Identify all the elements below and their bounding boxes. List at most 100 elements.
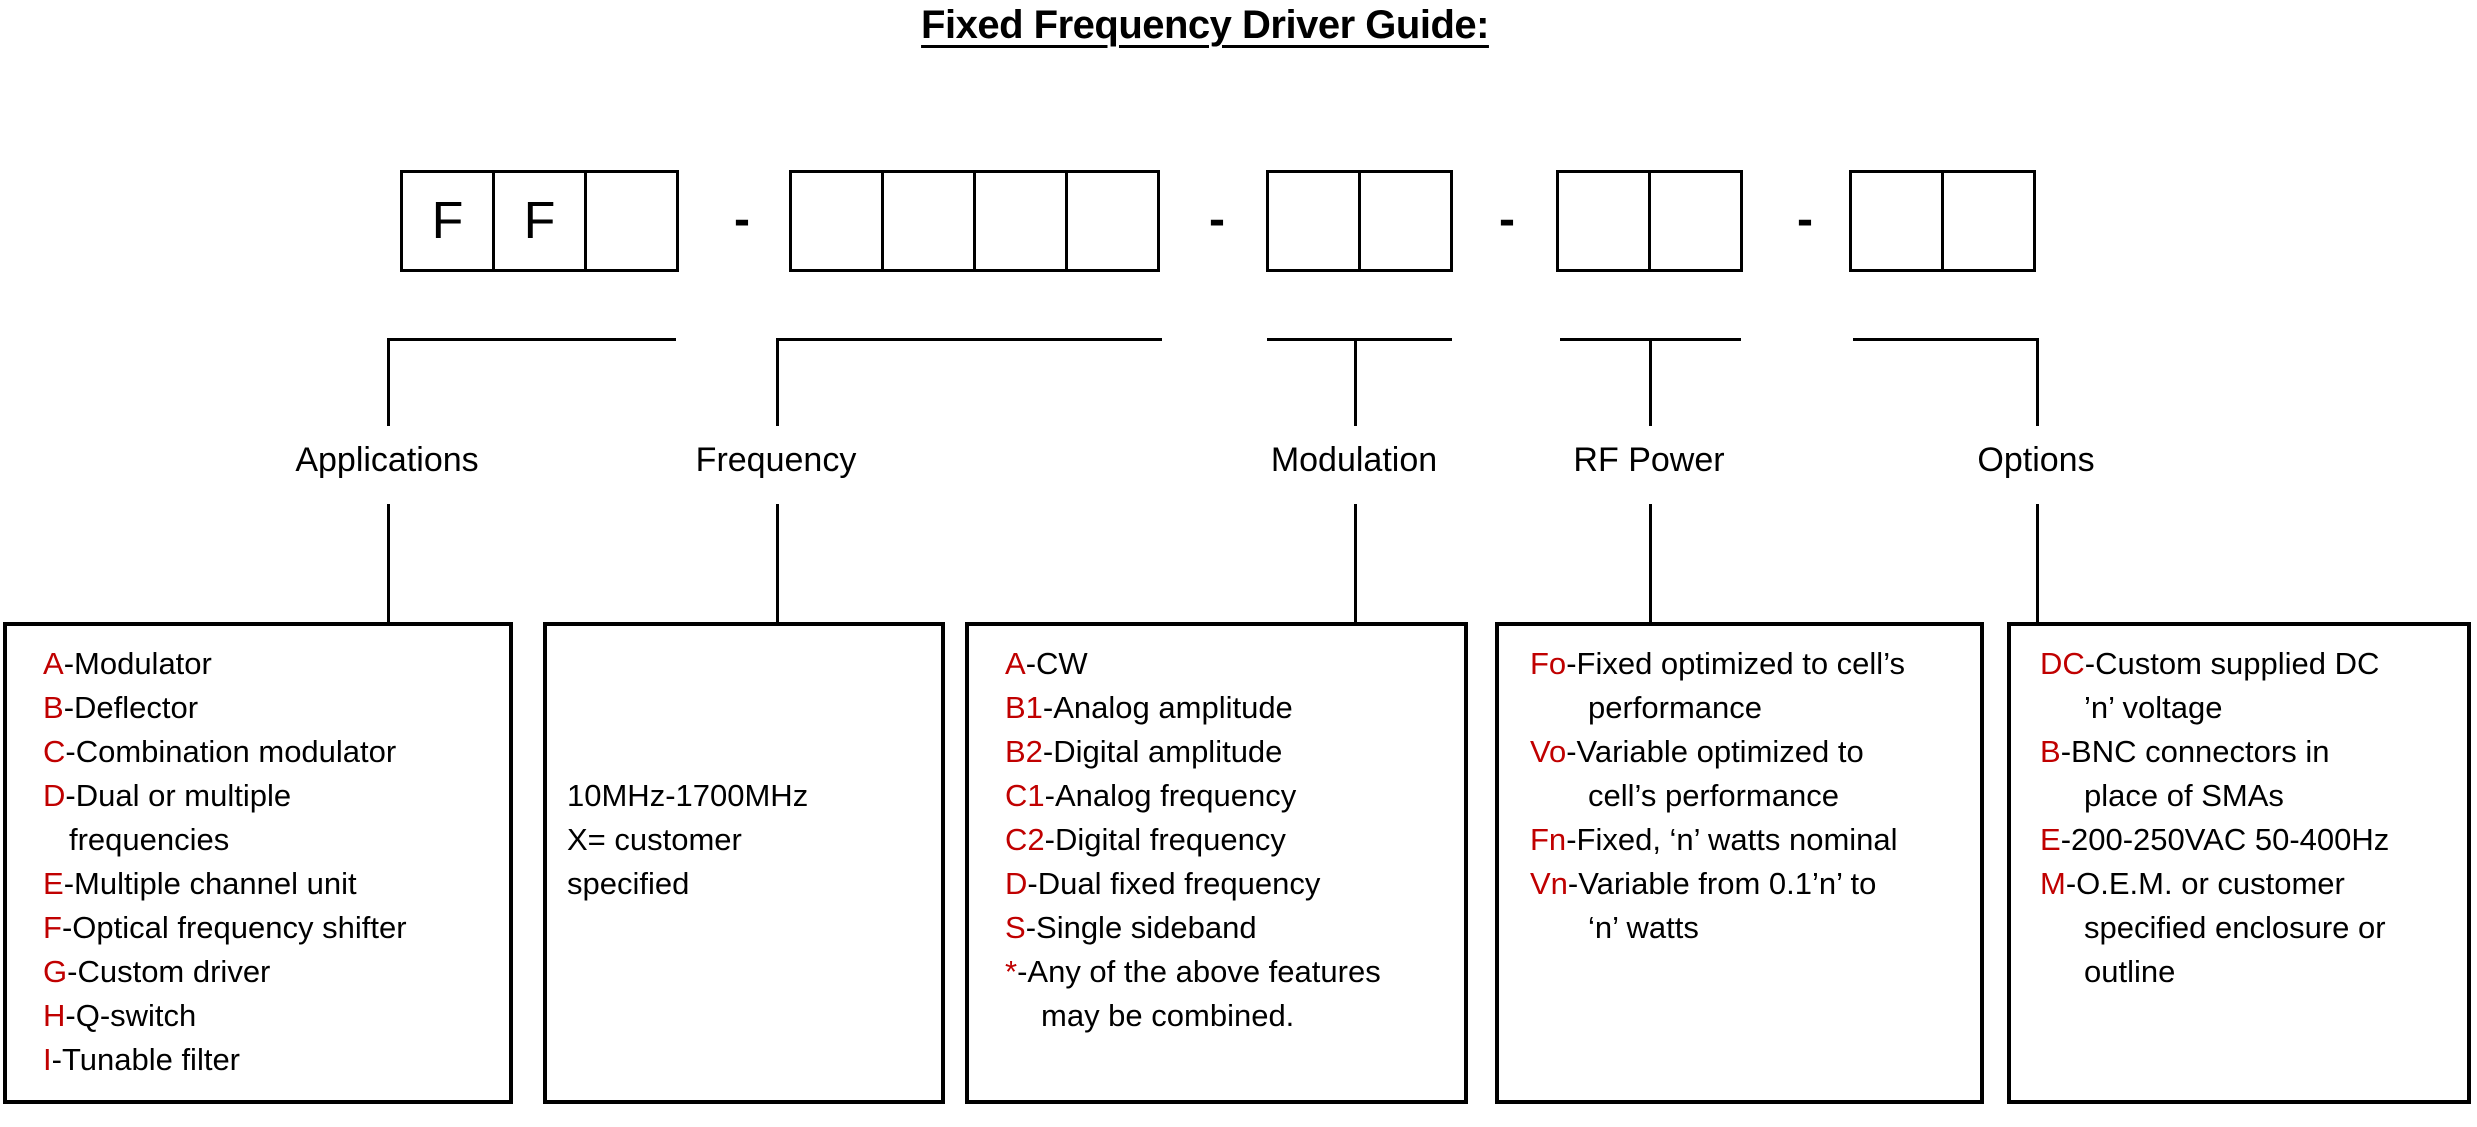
category-label-applications: Applications xyxy=(295,441,479,479)
option-code: G xyxy=(43,954,68,989)
option-text: ‘n’ watts xyxy=(1588,910,1699,945)
option-code: E xyxy=(2040,822,2061,857)
connector-vertical-lower xyxy=(387,504,390,624)
option-line: B-BNC connectors in xyxy=(2040,730,2467,774)
option-line: Vo-Variable optimized to xyxy=(1530,730,1980,774)
part-number-cell xyxy=(1648,170,1743,272)
option-code: C2 xyxy=(1005,822,1045,857)
option-line: D-Dual or multiple xyxy=(43,774,509,818)
option-text: may be combined. xyxy=(1041,998,1295,1033)
connector-vertical-upper xyxy=(1649,338,1652,426)
option-text: cell’s performance xyxy=(1588,778,1839,813)
option-text: -Custom supplied DC xyxy=(2084,646,2380,681)
option-text: X= customer xyxy=(567,822,742,857)
option-code: Fn xyxy=(1530,822,1567,857)
option-code: C xyxy=(43,734,66,769)
option-text: -Combination modulator xyxy=(65,734,397,769)
option-line: F-Optical frequency shifter xyxy=(43,906,509,950)
option-line: ‘n’ watts xyxy=(1530,906,1980,950)
option-code: B1 xyxy=(1005,690,1043,725)
option-line: performance xyxy=(1530,686,1980,730)
option-text: place of SMAs xyxy=(2084,778,2284,813)
option-text: -O.E.M. or customer xyxy=(2065,866,2345,901)
option-text: -Single sideband xyxy=(1025,910,1257,945)
connector-vertical-lower xyxy=(776,504,779,624)
option-code: C1 xyxy=(1005,778,1045,813)
separator-dash: - xyxy=(734,193,750,246)
option-code: F xyxy=(43,910,62,945)
option-text: -CW xyxy=(1025,646,1088,681)
option-line: 10MHz-1700MHz xyxy=(567,774,941,818)
option-code: B2 xyxy=(1005,734,1043,769)
option-line: C1-Analog frequency xyxy=(1005,774,1464,818)
option-line: specified enclosure or xyxy=(2040,906,2467,950)
option-line: DC-Custom supplied DC xyxy=(2040,642,2467,686)
connector-horizontal xyxy=(1853,338,2036,341)
option-code: E xyxy=(43,866,64,901)
option-text: outline xyxy=(2084,954,2176,989)
option-code: A xyxy=(1005,646,1026,681)
connector-vertical-lower xyxy=(1649,504,1652,624)
option-line: C2-Digital frequency xyxy=(1005,818,1464,862)
option-text: -Multiple channel unit xyxy=(63,866,357,901)
option-code: D xyxy=(43,778,66,813)
option-line: B1-Analog amplitude xyxy=(1005,686,1464,730)
option-line: S-Single sideband xyxy=(1005,906,1464,950)
connector-vertical-upper xyxy=(1354,338,1357,426)
option-line: H-Q-switch xyxy=(43,994,509,1038)
option-line: E-200-250VAC 50-400Hz xyxy=(2040,818,2467,862)
option-text: -Fixed optimized to cell’s xyxy=(1566,646,1906,681)
connector-vertical-upper xyxy=(2036,338,2039,426)
option-text: -Dual or multiple xyxy=(65,778,292,813)
option-text: -Digital frequency xyxy=(1044,822,1286,857)
option-line: A-Modulator xyxy=(43,642,509,686)
option-line: Fn-Fixed, ‘n’ watts nominal xyxy=(1530,818,1980,862)
category-label-frequency: Frequency xyxy=(695,441,857,479)
option-text: -Modulator xyxy=(63,646,212,681)
connector-vertical-lower xyxy=(2036,504,2039,624)
part-number-group-modulation xyxy=(1266,170,1453,272)
option-text: -Variable from 0.1’n’ to xyxy=(1567,866,1877,901)
option-text: frequencies xyxy=(69,822,230,857)
option-code: D xyxy=(1005,866,1028,901)
option-text: -Custom driver xyxy=(67,954,271,989)
option-code: A xyxy=(43,646,64,681)
option-text: -BNC connectors in xyxy=(2060,734,2330,769)
category-label-rf-power: RF Power xyxy=(1573,441,1725,479)
option-code: Vo xyxy=(1530,734,1567,769)
option-line: ’n’ voltage xyxy=(2040,686,2467,730)
option-line: *-Any of the above features xyxy=(1005,950,1464,994)
option-line: outline xyxy=(2040,950,2467,994)
option-code: Vn xyxy=(1530,866,1568,901)
part-number-cell xyxy=(1065,170,1160,272)
separator-dash: - xyxy=(1209,193,1225,246)
option-line: B-Deflector xyxy=(43,686,509,730)
part-number-cell: F xyxy=(492,170,587,272)
part-number-cell: F xyxy=(400,170,495,272)
part-number-group-rf-power xyxy=(1556,170,1743,272)
option-text: -Any of the above features xyxy=(1017,954,1381,989)
option-text: -Optical frequency shifter xyxy=(61,910,407,945)
option-text: -200-250VAC 50-400Hz xyxy=(2060,822,2390,857)
option-code: S xyxy=(1005,910,1026,945)
option-text: specified enclosure or xyxy=(2084,910,2386,945)
category-label-modulation: Modulation xyxy=(1270,441,1438,479)
option-text: -Tunable filter xyxy=(51,1042,241,1077)
option-line: specified xyxy=(567,862,941,906)
connector-horizontal xyxy=(387,338,676,341)
option-code: B xyxy=(43,690,64,725)
option-line: B2-Digital amplitude xyxy=(1005,730,1464,774)
option-line: cell’s performance xyxy=(1530,774,1980,818)
option-text: -Analog amplitude xyxy=(1042,690,1293,725)
option-code: B xyxy=(2040,734,2061,769)
part-number-group-frequency xyxy=(789,170,1160,272)
option-text: -Digital amplitude xyxy=(1042,734,1283,769)
option-line: may be combined. xyxy=(1005,994,1464,1038)
option-text: -Analog frequency xyxy=(1044,778,1297,813)
connector-horizontal xyxy=(1267,338,1452,341)
part-number-cell xyxy=(1941,170,2036,272)
option-text: performance xyxy=(1588,690,1763,725)
